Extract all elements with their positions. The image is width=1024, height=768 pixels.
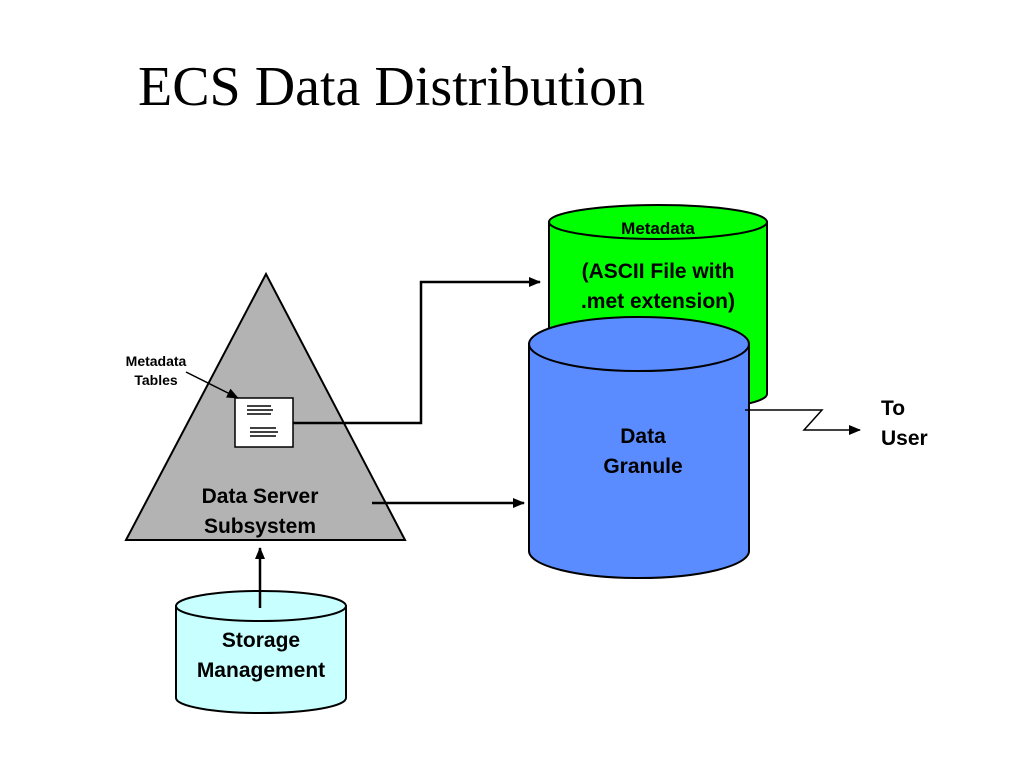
metadata-detail-line1: (ASCII File with [582, 260, 735, 283]
page-title: ECS Data Distribution [138, 56, 645, 118]
data-server-line1: Data Server [202, 485, 319, 508]
arrow-granule-to-user [745, 409, 861, 435]
data-granule-line2: Granule [603, 455, 682, 478]
data-granule-line1: Data [620, 425, 666, 448]
data-server-line2: Subsystem [204, 515, 316, 538]
data-granule-cylinder: Data Granule [528, 316, 750, 579]
to-user-line2: User [881, 427, 928, 450]
metadata-tables-label-line1: Metadata [126, 353, 187, 369]
storage-management-line1: Storage [222, 629, 300, 652]
metadata-tables-pointer-arrow [185, 371, 239, 399]
metadata-tables-document-icon [234, 397, 294, 448]
to-user-line1: To [881, 397, 905, 420]
storage-management-cylinder: Storage Management [175, 590, 347, 714]
metadata-label: Metadata [621, 219, 695, 238]
metadata-tables-label-line2: Tables [134, 372, 178, 388]
metadata-detail-line2: .met extension) [581, 290, 735, 313]
storage-management-line2: Management [197, 659, 325, 682]
arrow-tables-to-metadata [293, 277, 541, 425]
